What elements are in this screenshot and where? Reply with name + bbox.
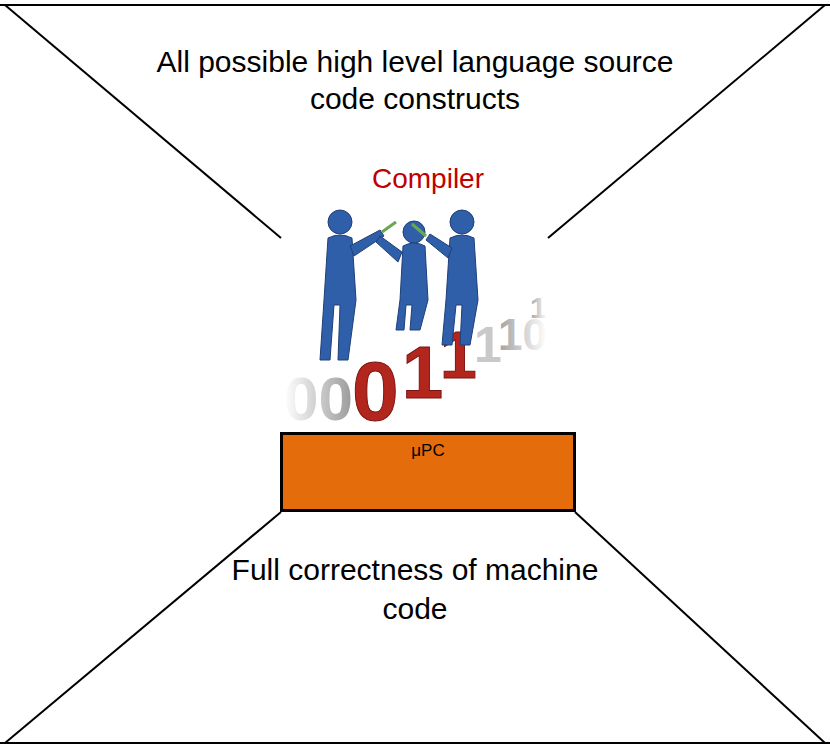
svg-text:0: 0 <box>352 344 399 438</box>
processor-box: μPC <box>280 432 576 512</box>
svg-text:00: 00 <box>284 364 353 433</box>
node-label: μPC <box>289 441 567 461</box>
compiler-box: Compiler <box>282 158 574 430</box>
funnel-region: All possible high level language source … <box>130 40 700 150</box>
funnel-region: Full correctness of machine code <box>200 546 630 656</box>
svg-text:1: 1 <box>474 317 502 373</box>
funnel-lines <box>0 5 830 743</box>
compiler-illustration: 00 10 1 0 1 1 1 <box>284 210 547 438</box>
node-label: All possible high level language source … <box>140 44 690 117</box>
node-label: Compiler <box>286 162 570 196</box>
svg-text:1: 1 <box>530 291 547 324</box>
svg-text:1: 1 <box>402 331 443 414</box>
node-label: Full correctness of machine code <box>210 550 620 628</box>
